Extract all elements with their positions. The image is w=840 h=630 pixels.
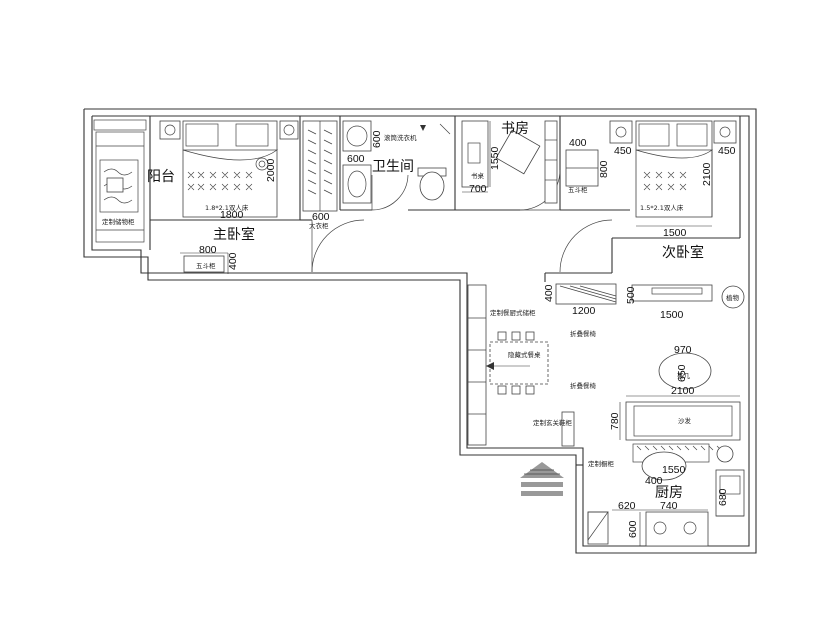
dim-tv-width: 1500 xyxy=(660,309,684,321)
label-dining-table: 隐藏式餐桌 xyxy=(508,350,541,359)
label-plant: 植物 xyxy=(726,293,740,302)
label-folding-chair-1: 折叠餐椅 xyxy=(570,329,597,338)
outer-walls xyxy=(83,108,757,554)
label-master-bedroom: 主卧室 xyxy=(213,226,255,243)
dim-cabinet-800: 800 xyxy=(598,160,610,178)
label-balcony: 阳台 xyxy=(147,169,175,185)
label-folding-chair-2: 折叠餐椅 xyxy=(570,381,597,390)
label-washer: 滚筒洗衣机 xyxy=(384,133,417,142)
label-dining-cabinet: 定制餐厨式储柜 xyxy=(490,308,536,317)
dim-sofa-width: 2100 xyxy=(671,385,695,397)
label-wardrobe: 大衣柜 xyxy=(309,221,329,230)
dim-hall-cabinet-depth: 400 xyxy=(543,284,555,302)
dim-desk-length: 1550 xyxy=(489,146,501,170)
dim-washer-depth: 600 xyxy=(371,130,383,148)
label-kitchen: 厨房 xyxy=(655,485,683,501)
label-master-bed: 1.8*2.1双人床 xyxy=(205,203,249,212)
dim-kitchen-620: 620 xyxy=(618,500,636,512)
dim-second-bed-width: 1500 xyxy=(663,227,687,239)
dim-coffee-depth: 650 xyxy=(676,364,688,382)
dim-nightstand-left: 450 xyxy=(614,145,632,157)
dim-kitchen-740: 740 xyxy=(660,500,678,512)
balcony-area xyxy=(93,119,147,243)
label-coffee-table: 茶几 xyxy=(677,371,691,380)
second-bedroom-furniture xyxy=(565,120,737,227)
living-room-furniture xyxy=(619,284,745,481)
label-sofa: 沙发 xyxy=(678,416,692,425)
label-study: 书房 xyxy=(501,121,529,137)
dim-drawer-depth: 400 xyxy=(227,252,239,270)
kitchen-fixtures xyxy=(587,469,745,547)
dining-area xyxy=(467,283,617,447)
dim-second-bed-length: 2100 xyxy=(701,162,713,186)
dim-hall-cabinet-width: 1200 xyxy=(572,305,596,317)
label-kitchen-cabinet: 定制橱柜 xyxy=(588,459,615,468)
dim-counter-width: 1550 xyxy=(662,464,686,476)
label-balcony-cabinet: 定制储物柜 xyxy=(102,217,135,226)
label-drawer-1: 五斗柜 xyxy=(196,261,216,270)
dim-counter-depth: 400 xyxy=(645,475,663,487)
label-shoe-cabinet: 定制玄关鞋柜 xyxy=(533,418,573,427)
entrance-arrow xyxy=(520,462,564,496)
dim-wardrobe-width: 600 xyxy=(312,211,330,223)
dim-sink-width: 680 xyxy=(717,488,729,506)
dim-drawer-width: 800 xyxy=(199,244,217,256)
dim-cabinet-400: 400 xyxy=(569,137,587,149)
dim-master-bed-length: 2000 xyxy=(265,158,277,182)
label-second-bedroom: 次卧室 xyxy=(662,244,704,261)
dim-nightstand-right: 450 xyxy=(718,145,736,157)
dim-desk-width: 700 xyxy=(469,183,487,195)
dim-kitchen-600: 600 xyxy=(627,520,639,538)
dim-sofa-depth: 780 xyxy=(609,412,621,430)
label-desk: 书桌 xyxy=(471,171,485,180)
label-drawer-2: 五斗柜 xyxy=(568,185,588,194)
dim-coffee-width: 970 xyxy=(674,344,692,356)
dim-master-bed-width: 1800 xyxy=(220,209,244,221)
dim-washer-width: 600 xyxy=(347,153,365,165)
dim-tv-depth: 500 xyxy=(625,286,637,304)
master-bedroom-furniture xyxy=(159,120,338,274)
bathroom-fixtures xyxy=(342,120,451,204)
label-bathroom: 卫生间 xyxy=(372,159,414,175)
label-second-bed: 1.5*2.1双人床 xyxy=(640,203,684,212)
study-furniture xyxy=(461,120,558,204)
doors xyxy=(311,169,613,273)
